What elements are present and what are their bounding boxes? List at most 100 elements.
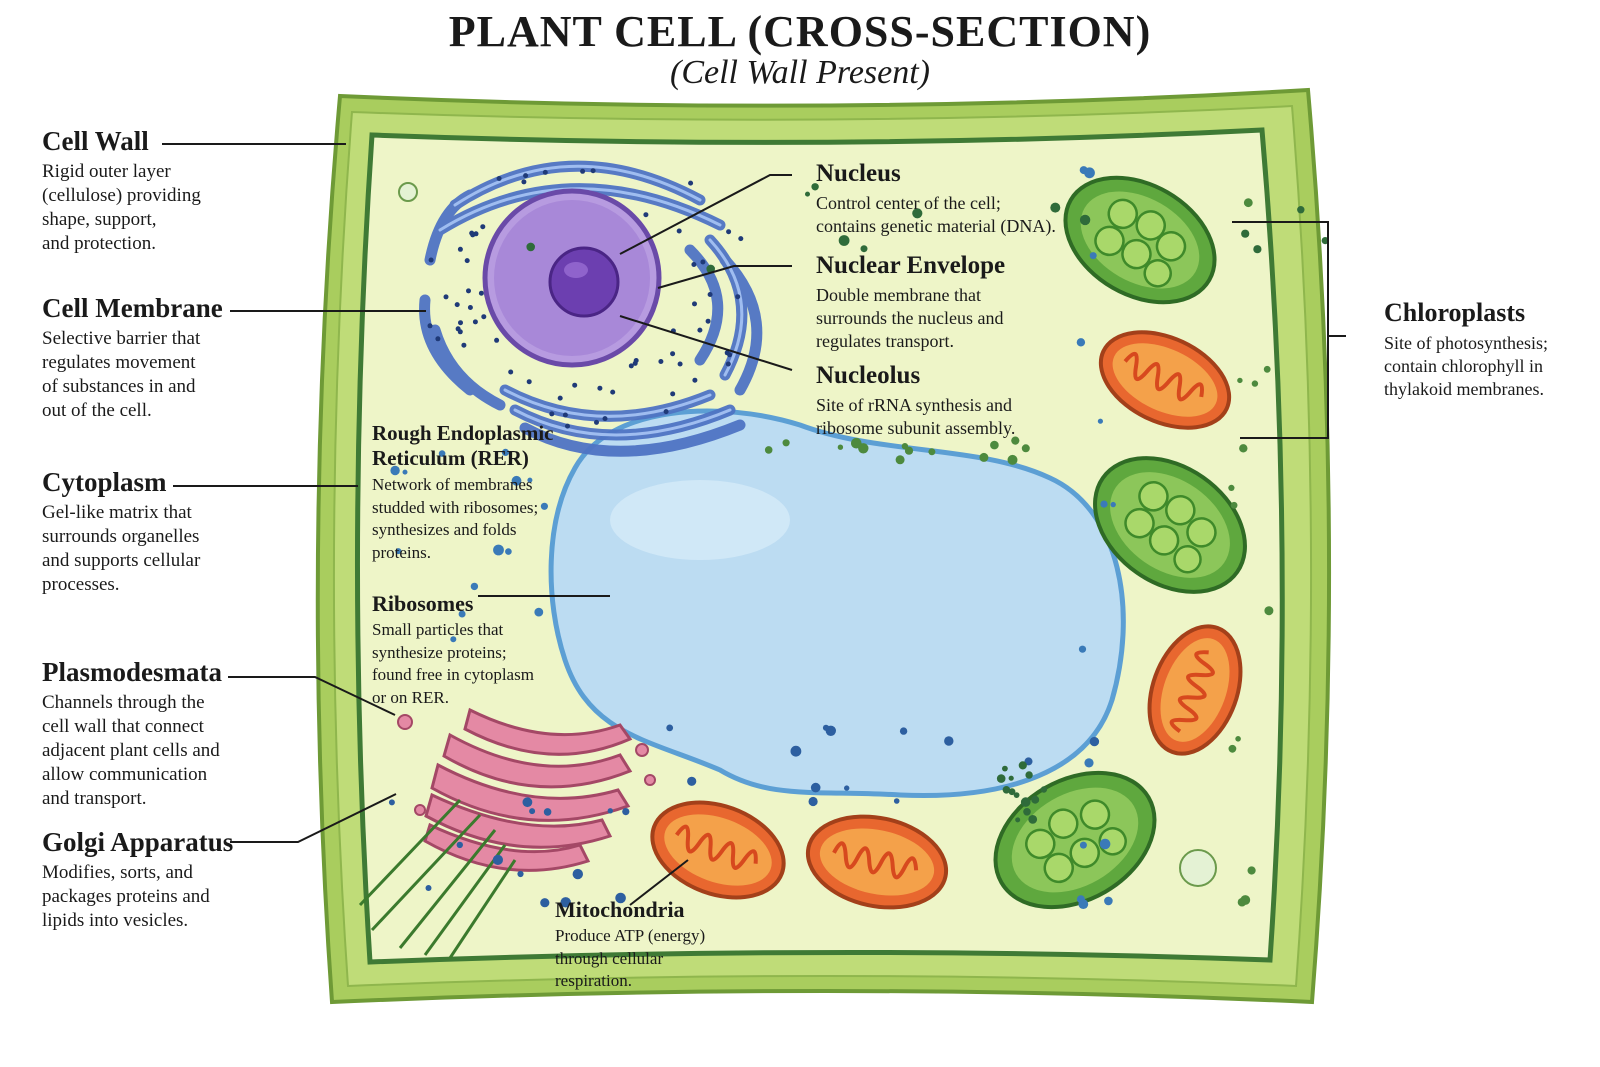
free-ribosome [1002, 786, 1011, 794]
er-ribosome [677, 361, 683, 367]
free-ribosome [1228, 744, 1237, 753]
free-ribosome [1015, 817, 1021, 823]
free-ribosome [808, 796, 818, 807]
free-ribosome [782, 439, 790, 447]
free-ribosome [622, 808, 630, 816]
free-ribosome [810, 782, 821, 793]
nucleolus-highlight [564, 262, 588, 278]
free-ribosome [1024, 757, 1033, 766]
free-ribosome [996, 774, 1006, 783]
plasmodesmata [358, 798, 517, 959]
free-ribosome [1020, 797, 1031, 807]
free-ribosome [860, 245, 868, 253]
er-ribosome [562, 412, 568, 418]
er-ribosome [494, 337, 500, 343]
label-golgi-apparatus: Golgi Apparatus Modifies, sorts, and pac… [42, 827, 302, 933]
free-ribosome [1076, 338, 1086, 347]
free-ribosome [1230, 501, 1238, 509]
free-ribosome [402, 469, 408, 475]
er-ribosome [705, 318, 711, 324]
free-ribosome [666, 724, 674, 732]
free-ribosome [1097, 418, 1103, 424]
label-cytoplasm-desc: Gel-like matrix that surrounds organelle… [42, 502, 201, 595]
er-ribosome [466, 288, 471, 294]
label-nucleolus-desc: Site of rRNA synthesis and ribosome subu… [816, 395, 1016, 438]
er-ribosome [464, 258, 470, 264]
er-ribosome [523, 173, 529, 179]
label-ribosomes: Ribosomes Small particles that synthesiz… [372, 591, 592, 709]
nucleolus [548, 246, 620, 318]
leader-golgi [230, 793, 397, 843]
label-chloroplasts-desc: Site of photosynthesis; contain chloroph… [1384, 333, 1549, 399]
label-nucleolus-title: Nucleolus [816, 362, 921, 389]
label-cytoplasm: Cytoplasm Gel-like matrix that surrounds… [42, 467, 302, 597]
free-ribosome [1100, 500, 1108, 508]
free-ribosome [540, 898, 550, 908]
label-cell-membrane: Cell Membrane Selective barrier that reg… [42, 293, 302, 423]
free-ribosome [540, 502, 549, 510]
free-ribosome [990, 440, 999, 450]
free-ribosome [1235, 736, 1241, 742]
free-ribosome [1104, 896, 1113, 906]
er-ribosome [472, 319, 478, 325]
free-ribosome [895, 455, 905, 465]
label-plasmodesmata-desc: Channels through the cell wall that conn… [42, 692, 220, 809]
free-ribosome [764, 446, 773, 454]
er-ribosome [610, 389, 616, 395]
free-ribosome [1297, 206, 1305, 214]
free-ribosome [1251, 380, 1259, 387]
golgi-apparatus [423, 707, 633, 872]
mitochondrion-3 [650, 800, 786, 900]
free-ribosome [529, 808, 536, 815]
free-ribosome [526, 242, 535, 252]
er-ribosome [670, 351, 676, 357]
free-ribosome [904, 446, 914, 455]
leader-nuclear-envelope [657, 265, 792, 289]
free-ribosome [1011, 436, 1020, 445]
label-nucleus-title: Nucleus [816, 160, 901, 187]
mitochondrion-1 [1098, 330, 1232, 430]
golgi-vesicles [397, 714, 656, 816]
free-ribosome [390, 465, 400, 476]
er-ribosome [725, 361, 731, 367]
er-ribosome [726, 229, 732, 235]
label-cell-wall-title: Cell Wall [42, 126, 149, 156]
er-ribosome [427, 323, 433, 329]
er-ribosome [580, 168, 586, 174]
er-ribosome [590, 168, 596, 174]
free-ribosome [450, 636, 457, 643]
er-ribosome [542, 169, 548, 175]
er-ribosome [478, 290, 484, 296]
er-ribosome [628, 363, 634, 369]
er-ribosome [727, 352, 733, 358]
free-ribosome [458, 610, 466, 618]
label-rer: Rough Endoplasmic Reticulum (RER) Networ… [372, 421, 592, 564]
free-ribosome [1228, 484, 1235, 491]
er-ribosome [480, 224, 486, 230]
free-ribosome [492, 854, 503, 866]
free-ribosome [456, 841, 463, 849]
free-ribosome [1013, 792, 1020, 798]
er-ribosome [735, 294, 741, 300]
free-ribosome [517, 870, 524, 878]
free-ribosome [1241, 229, 1250, 238]
er-ribosome [602, 416, 608, 422]
free-ribosome [1031, 795, 1040, 804]
free-ribosome [838, 235, 850, 246]
free-ribosome [1028, 815, 1038, 824]
er-ribosome [691, 262, 697, 267]
er-ribosome [467, 305, 473, 310]
er-ribosome [594, 419, 599, 425]
er-ribosome [633, 358, 639, 363]
er-ribosome [428, 257, 434, 263]
free-ribosome [1002, 765, 1008, 772]
label-cell-wall: Cell Wall Rigid outer layer (cellulose) … [42, 126, 302, 256]
er-ribosome [697, 327, 703, 333]
free-ribosome [560, 897, 571, 908]
er-ribosome [688, 180, 694, 186]
label-chloroplasts: Chloroplasts Site of photosynthesis; con… [1384, 298, 1594, 401]
chloroplast-2 [1093, 456, 1247, 594]
free-ribosome [1040, 786, 1048, 793]
free-ribosome [522, 797, 533, 808]
er-ribosome [481, 314, 487, 320]
